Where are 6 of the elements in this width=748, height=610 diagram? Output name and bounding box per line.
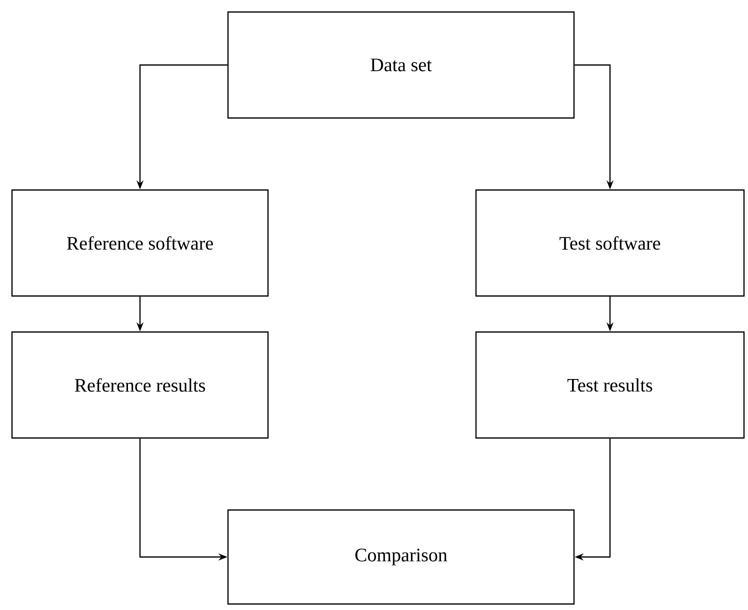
process-box: Reference results xyxy=(11,331,269,439)
process-box: Test software xyxy=(475,189,745,297)
process-box: Comparison xyxy=(227,509,575,605)
process-box: Test results xyxy=(475,331,745,439)
process-box: Reference software xyxy=(11,189,269,297)
process-box: Data set xyxy=(227,11,575,119)
